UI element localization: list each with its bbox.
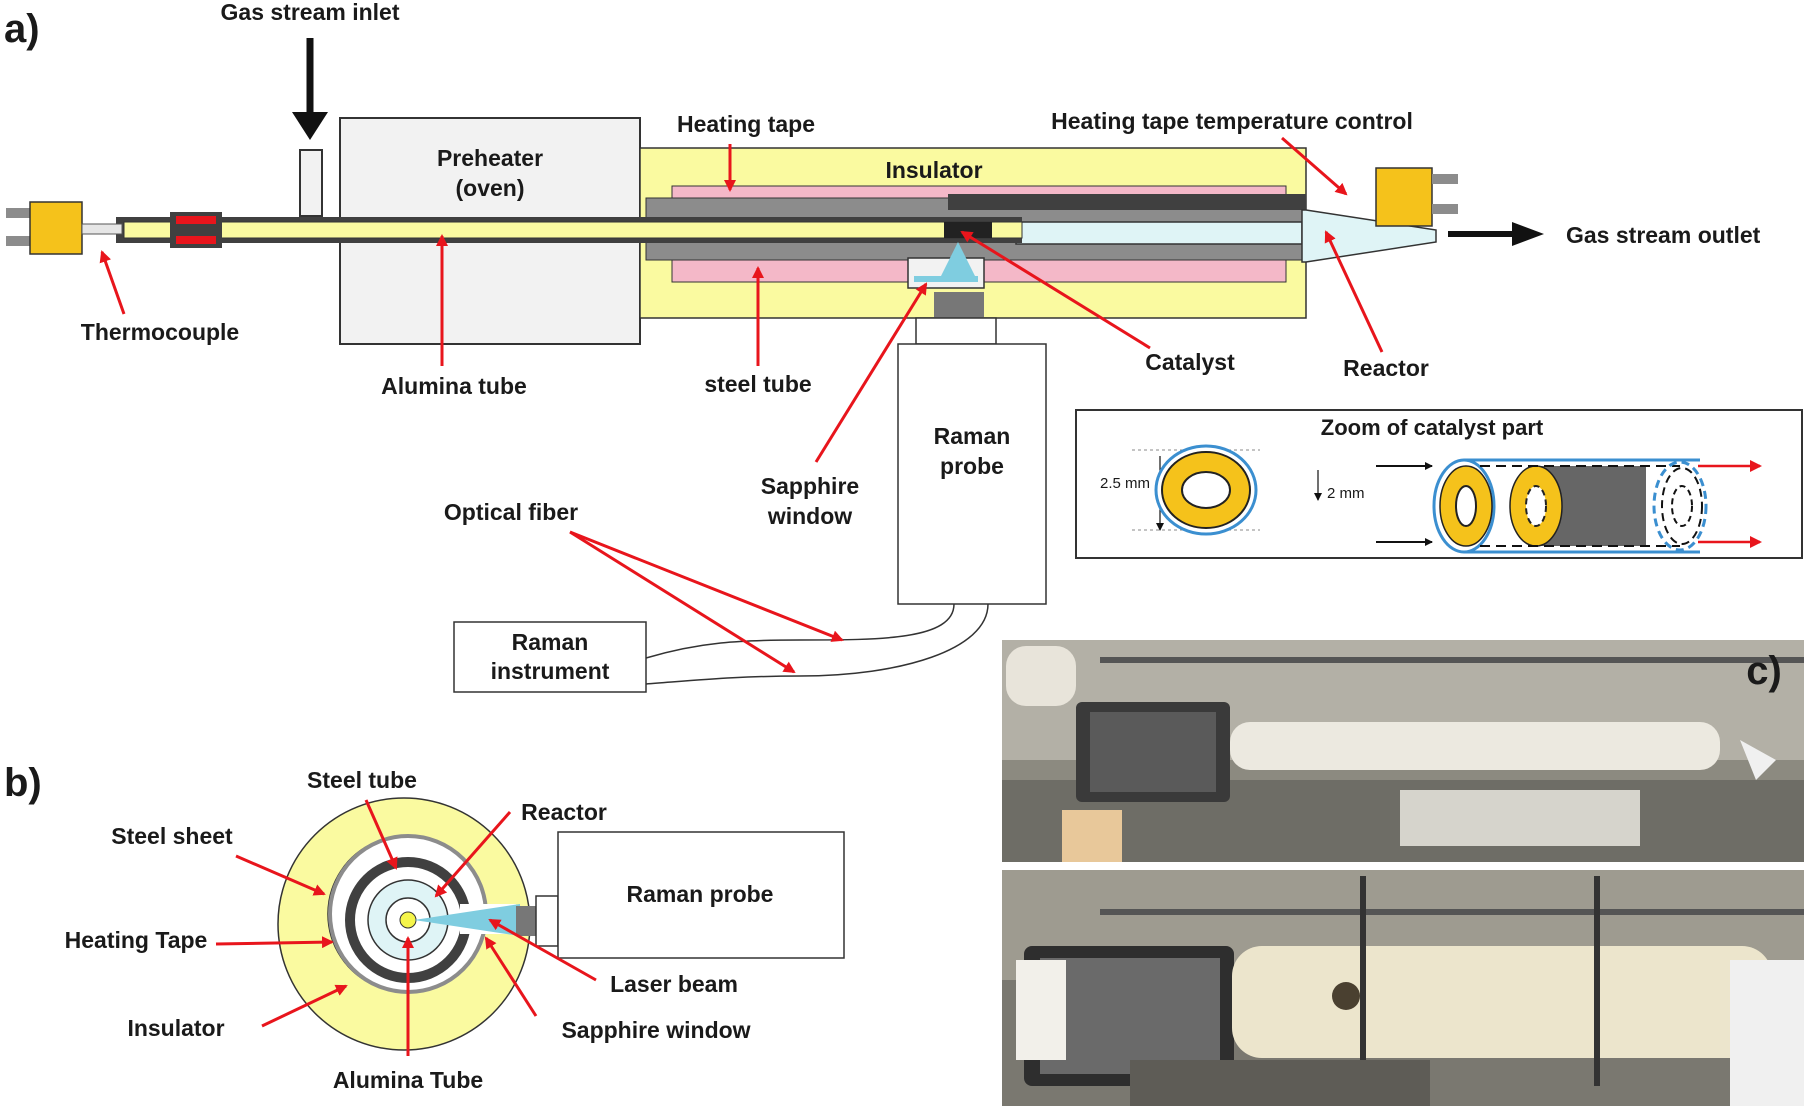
raman-instrument-label: Raman (512, 629, 589, 655)
heating-tape-control-connector (1375, 167, 1433, 227)
raman-probe-a (897, 343, 1047, 605)
gas-inlet-port (299, 149, 323, 217)
dim-outer-label: 2.5 mm (1100, 475, 1150, 492)
alumina-tube-cross-section (399, 911, 417, 929)
alumina-tube-b-label: Alumina Tube (333, 1067, 483, 1093)
dim-inner-label: 2 mm (1327, 485, 1365, 502)
steel-tube-label: steel tube (704, 371, 811, 397)
gas-outlet-arrowhead (1512, 222, 1544, 246)
thermocouple-pin-top (6, 208, 32, 218)
preheater-label: Preheater (437, 145, 543, 171)
sapphire-window-b-label: Sapphire window (561, 1017, 750, 1043)
alumina-tube (123, 221, 1023, 239)
thermocouple-label: Thermocouple (81, 319, 239, 345)
sapphire-window (914, 276, 978, 282)
sapphire-window-sublabel: window (767, 503, 852, 529)
reactor-label: Reactor (1343, 355, 1429, 381)
heating-tape-label: Heating tape (677, 111, 815, 137)
optical-fiber-2 (645, 603, 989, 685)
thermocouple-connector (29, 201, 83, 255)
leader-arrows-b (215, 799, 597, 1056)
panel-a: a) Gas stream inlet Preheater (oven) (4, 0, 1803, 693)
insulator-b-label: Insulator (127, 1015, 224, 1041)
panel-b-label: b) (4, 761, 42, 805)
probe-head (934, 292, 984, 318)
zoom-title: Zoom of catalyst part (1321, 415, 1544, 440)
gas-inlet-label: Gas stream inlet (221, 0, 400, 25)
steel-tube-top-right (948, 194, 1306, 210)
steel-tube-b-label: Steel tube (307, 767, 417, 793)
alumina-tube-label: Alumina tube (381, 373, 527, 399)
catalyst-label: Catalyst (1145, 349, 1235, 375)
raman-probe-a-label: Raman (934, 423, 1011, 449)
leader-arrows-a (99, 136, 1384, 674)
steel-sheet-label: Steel sheet (111, 823, 233, 849)
gas-outlet-label: Gas stream outlet (1566, 222, 1761, 248)
raman-probe-b-label: Raman probe (627, 881, 774, 907)
photo-top: c) (1002, 640, 1804, 862)
panel-b: b) Raman probe Steel tube Reactor Steel … (4, 761, 845, 1093)
laser-beam-a (940, 242, 976, 278)
panel-c: c) (1002, 640, 1804, 1106)
sapphire-window-label: Sapphire (761, 473, 859, 499)
catalyst-bed (944, 222, 992, 238)
zoom-catalyst-inset: Zoom of catalyst part 2.5 mm 2 mm (1075, 409, 1803, 559)
laser-beam-label: Laser beam (610, 971, 738, 997)
insulator-label: Insulator (885, 157, 982, 183)
preheater-sublabel: (oven) (456, 175, 525, 201)
thermocouple-pin-bottom (6, 236, 32, 246)
raman-probe-a-sublabel: probe (940, 453, 1004, 479)
raman-instrument (453, 621, 647, 693)
gas-inlet-arrowhead (292, 112, 328, 140)
raman-probe-b (557, 831, 845, 959)
optical-fiber-1 (645, 603, 955, 659)
thermocouple-wire (81, 223, 123, 235)
raman-instrument-sublabel: instrument (491, 658, 610, 684)
photo-bottom (1002, 870, 1804, 1106)
panel-a-label: a) (4, 7, 40, 51)
optical-fiber-label: Optical fiber (444, 499, 578, 525)
heating-tape-control-label: Heating tape temperature control (1051, 108, 1413, 134)
panel-c-label: c) (1746, 649, 1782, 693)
reactor-tube (1015, 221, 1303, 245)
heating-tape-b-label: Heating Tape (65, 927, 208, 953)
reactor-b-label: Reactor (521, 799, 607, 825)
